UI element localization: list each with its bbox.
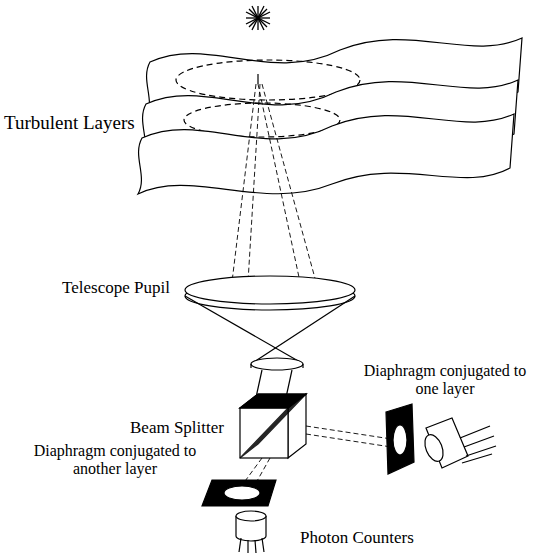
diaphragm-right <box>386 404 414 474</box>
diaphragm-label: Diaphragm conjugated to another layer <box>20 442 210 479</box>
beam-splitter <box>240 394 306 458</box>
layers-label: Turbulent Layers <box>4 112 144 134</box>
turbulent-layers <box>138 38 522 194</box>
light-beams <box>232 84 316 282</box>
counter-label: Photon Counters <box>300 528 440 548</box>
photon-counter-bottom <box>236 511 266 553</box>
diaphragm-label: Diaphragm conjugated to one layer <box>360 362 530 399</box>
diaphragm-bottom <box>202 480 276 506</box>
splitter-label: Beam Splitter <box>130 418 236 438</box>
telescope-pupil <box>185 276 355 402</box>
pupil-label: Telescope Pupil <box>62 278 184 298</box>
photon-counter-right <box>421 418 496 468</box>
star <box>246 6 270 30</box>
